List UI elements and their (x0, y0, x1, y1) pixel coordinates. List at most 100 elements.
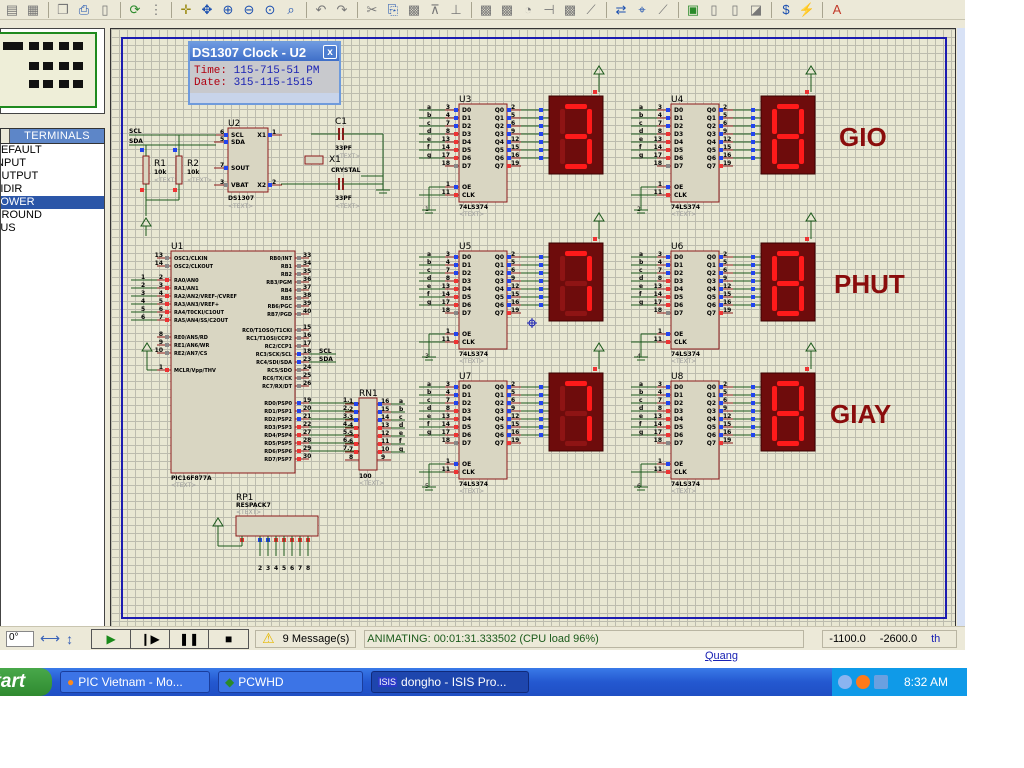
latch-pin-name: Q4 (707, 139, 716, 146)
rp1-pin-number: 6 (290, 565, 294, 572)
make-device-icon[interactable]: ◔ (524, 2, 532, 17)
terminal-item-bidir[interactable]: BIDIR (1, 183, 23, 195)
close-icon[interactable]: x (323, 45, 337, 59)
terminal-item-default[interactable]: DEFAULT (1, 144, 42, 156)
messages-button[interactable]: ⚠ 9 Message(s) (255, 629, 357, 648)
pin-state-indicator (719, 295, 723, 299)
pin-state-indicator (751, 263, 755, 267)
design-explorer-icon[interactable]: ▣ (686, 1, 700, 17)
zoom-all-icon[interactable]: ⊙ (264, 1, 276, 17)
stop-button[interactable]: ■ (209, 629, 249, 648)
mirror-vertical-icon[interactable]: ↕ (66, 630, 74, 647)
redo-icon[interactable]: ↷ (336, 1, 348, 17)
start-button[interactable]: start (0, 668, 52, 696)
latch-pin-name: D4 (462, 286, 471, 293)
zoom-area-icon[interactable]: ⌕ (287, 1, 295, 17)
rn1-pin-number: 13 (381, 422, 389, 429)
undo-icon[interactable]: ↶ (315, 1, 327, 17)
overview-window[interactable] (0, 28, 105, 114)
pin-state-indicator (297, 384, 301, 388)
print-icon[interactable]: ⎙ (78, 1, 90, 17)
latch-pin-number: 16 (723, 299, 731, 306)
pick-device-icon[interactable]: ▩ (500, 1, 514, 17)
latch-pin-number: 9 (723, 128, 727, 135)
terminals-list[interactable]: DEFAULTINPUTOUTPUTBIDIRPOWERGROUNDBUS (0, 144, 105, 640)
pan-icon[interactable]: ✥ (201, 1, 213, 17)
u1-pin-number: 1 (159, 364, 163, 371)
pin-state-indicator (666, 156, 670, 160)
pin-state-indicator (297, 368, 301, 372)
wire-autoroute-icon[interactable]: ⟋ (586, 1, 596, 17)
tray-expand-icon[interactable] (838, 675, 852, 689)
copy-icon[interactable]: ⎘ (387, 1, 399, 17)
erc-icon[interactable]: ⚡ (798, 1, 816, 17)
latch-pin-name: D7 (674, 310, 683, 317)
bom-icon[interactable]: $ (782, 2, 790, 17)
taskbar-item-pic-vietnam[interactable]: ● PIC Vietnam - Mo... (60, 671, 210, 693)
decompose-icon[interactable]: ▩ (563, 1, 577, 17)
cut-icon[interactable]: ✂ (366, 1, 378, 17)
taskbar-item-isis[interactable]: ISIS dongho - ISIS Pro... (371, 671, 529, 693)
c1-value: 33PF (335, 145, 352, 152)
latch-pin-number: 1 (658, 328, 662, 335)
refresh-icon[interactable]: ⟳ (129, 1, 141, 17)
pick-button[interactable] (1, 129, 10, 143)
taskbar-item-pcwhd[interactable]: ◆ PCWHD (218, 671, 363, 693)
pin-state-indicator (454, 417, 458, 421)
block-move-icon[interactable]: ⊼ (430, 1, 440, 17)
terminal-item-output[interactable]: OUTPUT (1, 170, 39, 182)
network-icon[interactable] (874, 675, 888, 689)
portd-net: 6. (343, 437, 349, 444)
new-icon[interactable]: ▤ (5, 1, 19, 17)
block-rotate-icon[interactable]: ⊥ (450, 1, 462, 17)
tray-app-icon[interactable] (856, 675, 870, 689)
pin-state-indicator (805, 237, 809, 241)
pin-state-indicator (666, 462, 670, 466)
terminal-item-power[interactable]: POWER (1, 196, 104, 209)
block-delete-icon[interactable]: ▩ (479, 1, 493, 17)
zoom-child-icon[interactable]: ◪ (749, 1, 763, 17)
vertical-scrollbar[interactable] (957, 28, 965, 628)
terminal-item-bus[interactable]: BUS (1, 222, 16, 234)
remove-sheet-icon[interactable]: ▯ (731, 1, 739, 17)
zoom-out-icon[interactable]: ⊖ (243, 1, 255, 17)
latch-pin-name: D7 (674, 440, 683, 447)
property-tool-icon[interactable]: ⟋ (658, 1, 668, 17)
grid-icon[interactable]: ⋮ (149, 1, 163, 17)
netlist-icon[interactable]: ⇄ (615, 1, 627, 17)
latch-ref: U8 (671, 372, 684, 382)
block-copy-icon[interactable]: ▩ (407, 1, 421, 17)
segment-e (560, 139, 565, 164)
latch-input-net: b (427, 259, 432, 266)
pin-state-indicator (666, 425, 670, 429)
c1-ref: C1 (335, 117, 347, 127)
ares-icon[interactable]: A (832, 2, 842, 17)
zoom-in-icon[interactable]: ⊕ (222, 1, 234, 17)
origin-icon[interactable]: ✛ (180, 1, 192, 17)
pcwhd-icon: ◆ (225, 675, 235, 689)
latch-pin-number: 12 (723, 413, 731, 420)
latch-pin-name: Q4 (495, 139, 504, 146)
terminal-item-ground[interactable]: GROUND (1, 209, 42, 221)
step-button[interactable]: ❙▶ (131, 629, 171, 648)
rotation-angle-field[interactable]: 0° (6, 630, 34, 647)
popup-titlebar[interactable]: DS1307 Clock - U2 x (190, 43, 339, 61)
mirror-horizontal-icon[interactable]: ⟷ (40, 630, 61, 646)
play-button[interactable]: ▶ (92, 629, 132, 648)
latch-pin-name: Q7 (707, 440, 716, 447)
pin-state-indicator (454, 193, 458, 197)
pause-button[interactable]: ❚❚ (170, 629, 210, 648)
latch-pin-number: 14 (654, 421, 662, 428)
page-icon[interactable]: ▯ (101, 1, 109, 17)
terminal-item-input[interactable]: INPUT (1, 157, 26, 169)
packaging-icon[interactable]: ⊣ (543, 1, 555, 17)
u2-pin-number: 7 (220, 162, 224, 169)
pin-state-indicator (539, 409, 543, 413)
ds1307-clock-popup[interactable]: DS1307 Clock - U2 x Time: 115-715-51 PM … (188, 41, 341, 105)
copy-sheets-icon[interactable]: ❐ (57, 1, 69, 17)
sheet-icon[interactable]: ▦ (26, 1, 40, 17)
new-sheet-icon[interactable]: ▯ (710, 1, 718, 17)
quang-link[interactable]: Quang (705, 650, 739, 662)
search-icon[interactable]: ⌖ (638, 1, 646, 17)
